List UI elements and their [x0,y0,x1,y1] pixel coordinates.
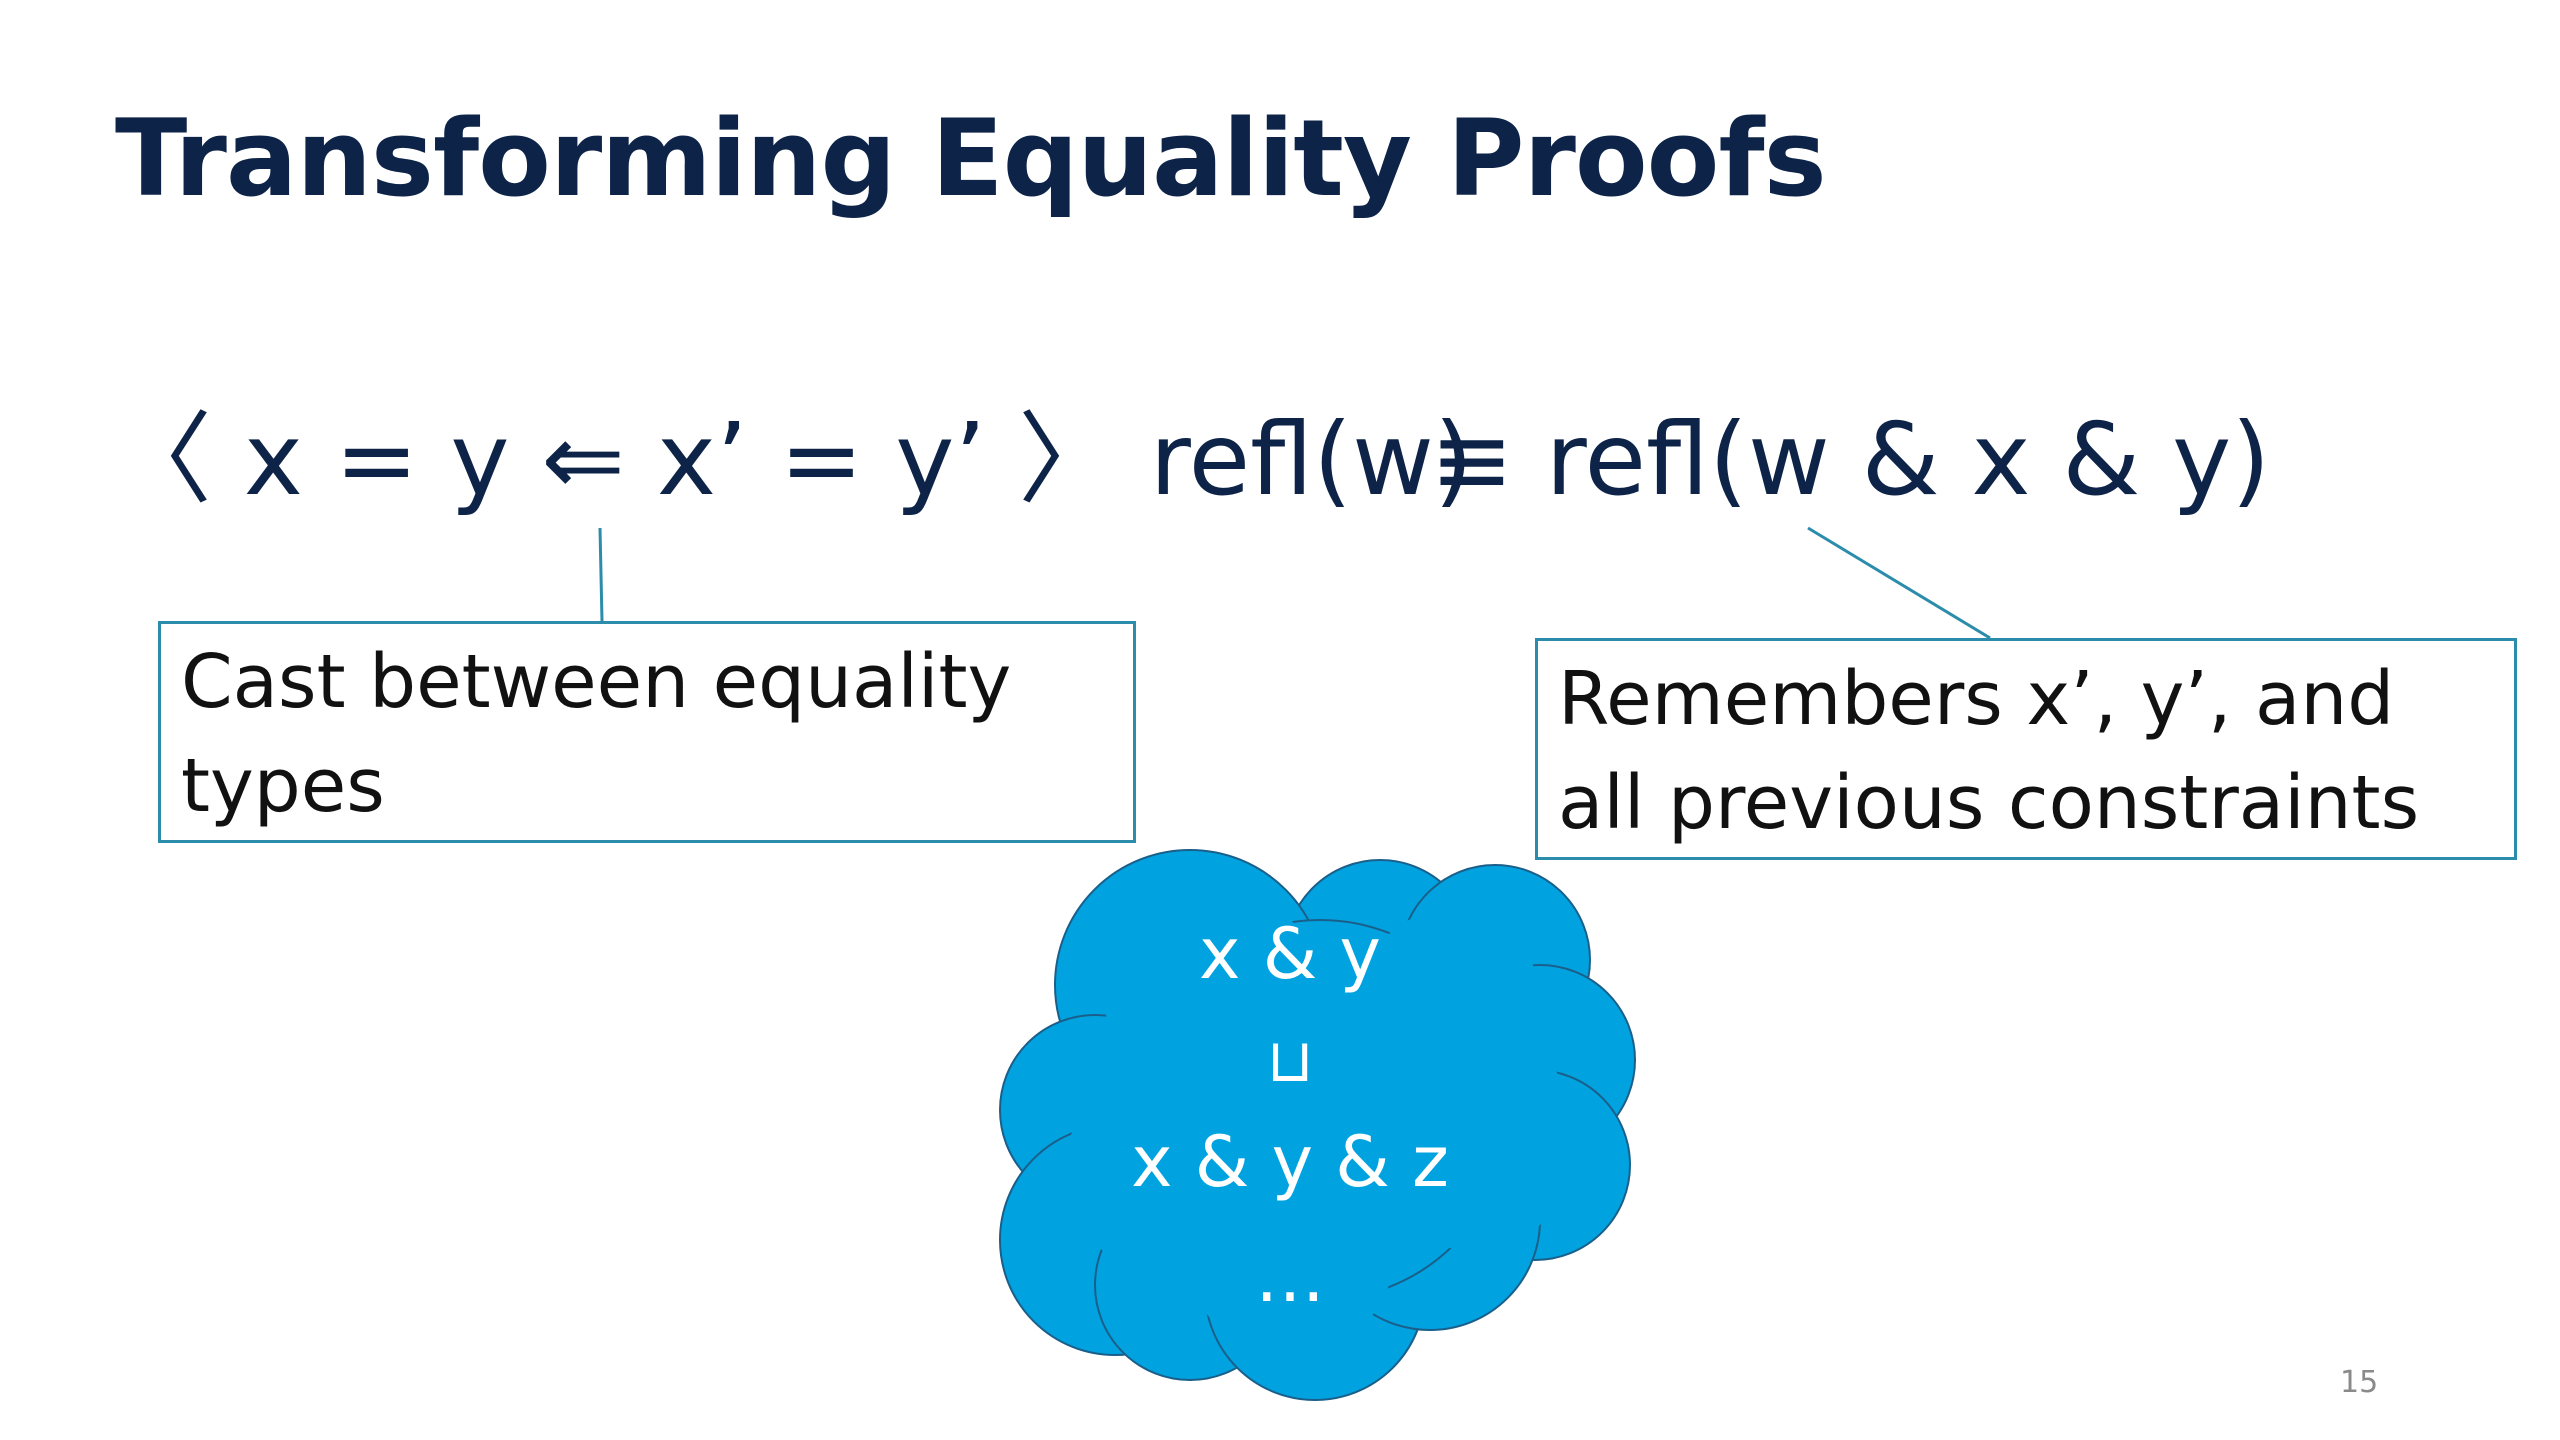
cloud-text-line1: x & y [1199,913,1381,995]
callout-remembers-constraints: Remembers x’, y’, and all previous const… [1535,638,2517,860]
connector-cast [598,527,604,622]
slide-title: Transforming Equality Proofs [115,97,1827,220]
callout-cast-between-equality-types: Cast between equality types [158,621,1136,843]
connector-remembers [1807,526,1991,640]
callout-remembers-line2: all previous constraints [1558,760,2420,846]
callout-remembers-line1: Remembers x’, y’, and [1558,656,2395,742]
page-number: 15 [2340,1365,2379,1400]
cloud-text-line3: x & y & z [1131,1121,1449,1203]
cloud-text-line4: … [1255,1236,1325,1318]
formula-equivalent-refl: ≡ refl(w & x & y) [1430,401,2271,518]
formula-cast-refl: 〈 x = y ⇐ x’ = y’ 〉 refl(w) [112,401,1473,518]
cloud-text-line2: ⊔ [1266,1026,1314,1096]
